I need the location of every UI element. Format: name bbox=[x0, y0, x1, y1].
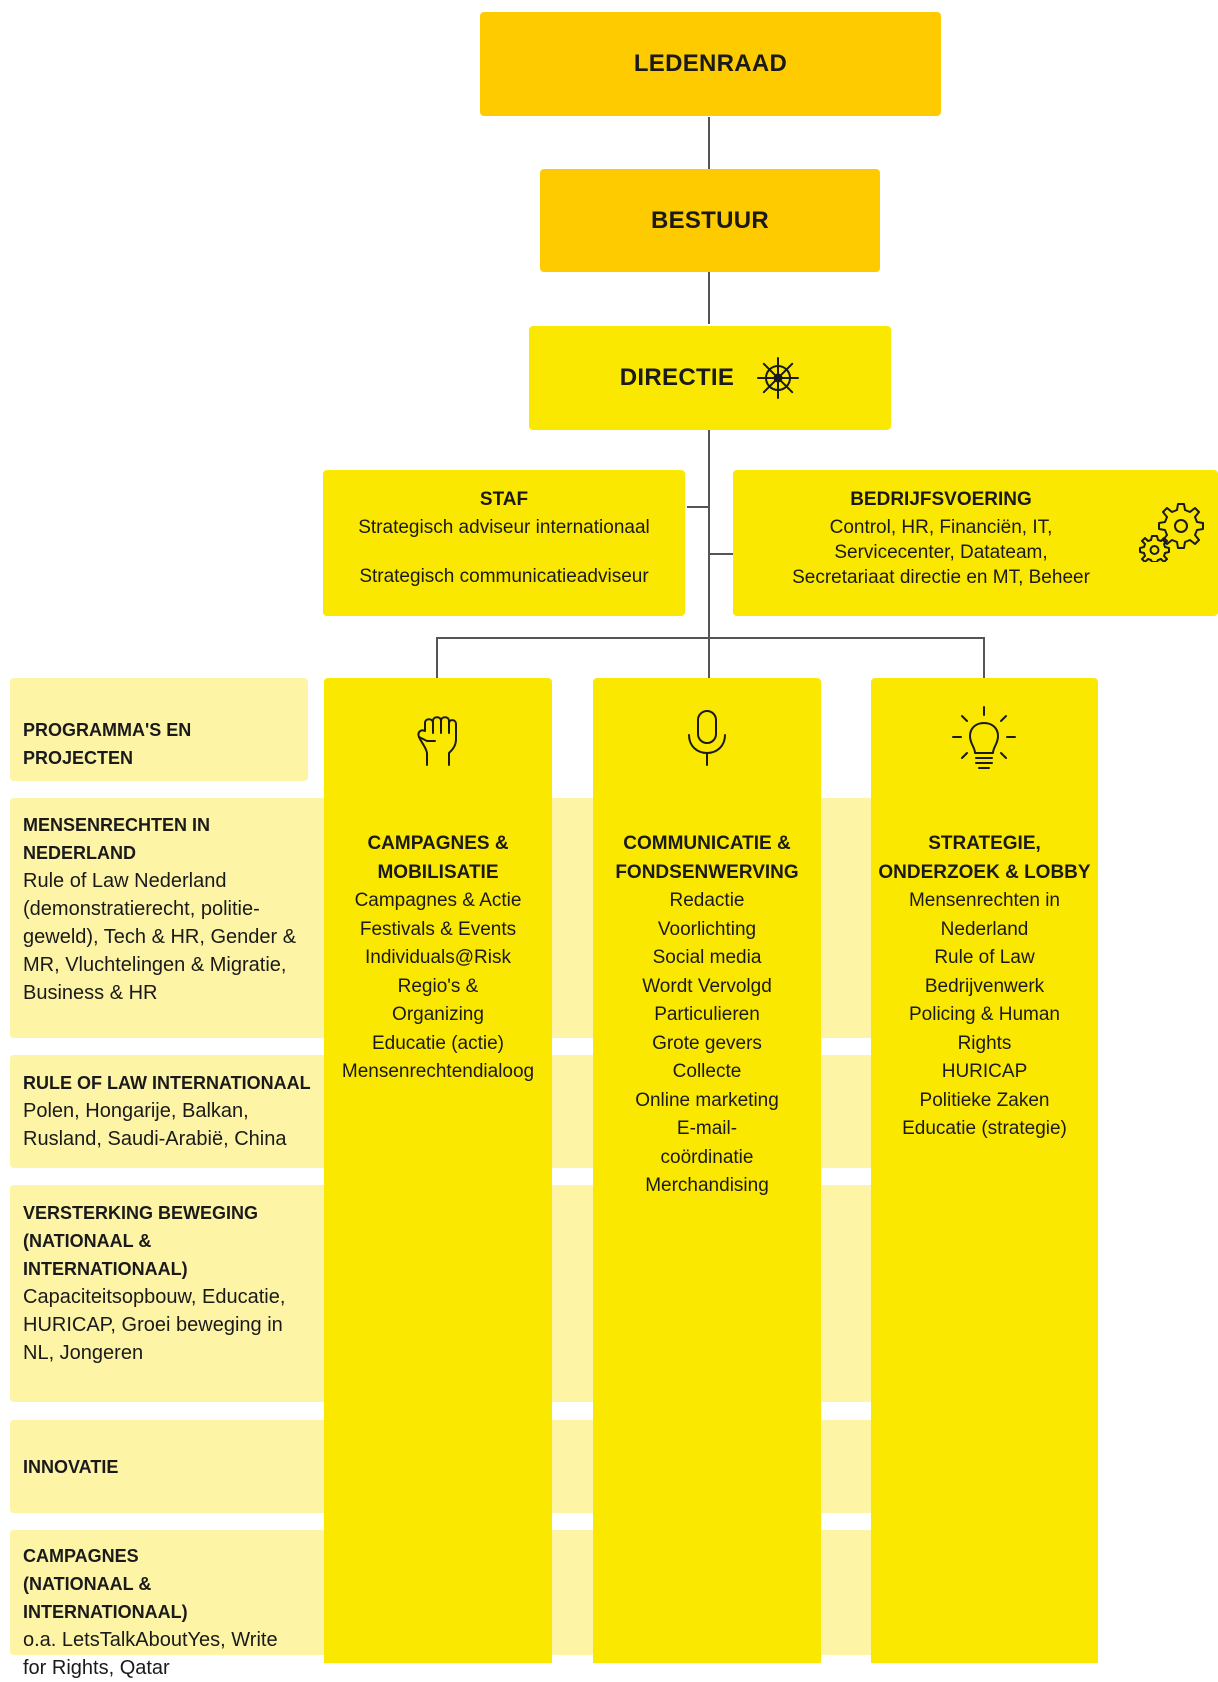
row-body-line: NL, Jongeren bbox=[23, 1342, 144, 1364]
connector-directie-trunk bbox=[708, 430, 710, 638]
column-campagnes-mobilisatie: CAMPAGNES & MOBILISATIE Campagnes & Acti… bbox=[324, 678, 552, 1663]
connector-staf bbox=[687, 506, 709, 508]
row-body-line: o.a. LetsTalkAboutYes, Write bbox=[23, 1629, 278, 1651]
column-item: Individuals@Risk bbox=[364, 947, 511, 968]
row-label-versterking: VERSTERKING BEWEGING (NATIONAAL & INTERN… bbox=[23, 1199, 313, 1367]
column-item: Educatie (actie) bbox=[371, 1032, 504, 1054]
column-item: Politieke Zaken bbox=[919, 1089, 1050, 1111]
row-title: RULE OF LAW INTERNATIONAAL bbox=[23, 1073, 311, 1093]
column-item: Redactie bbox=[669, 890, 745, 911]
connector-ledenraad-bestuur bbox=[708, 117, 710, 169]
column-communicatie-fondsenwerving: COMMUNICATIE & FONDSENWERVING Redactie V… bbox=[593, 678, 821, 1663]
ships-wheel-icon bbox=[756, 356, 800, 400]
bedrijfsvoering-title: BEDRIJFSVOERING bbox=[850, 489, 1032, 510]
staf-title: STAF bbox=[479, 489, 529, 510]
column-item: Collecte bbox=[672, 1061, 742, 1082]
column-strategie-onderzoek-lobby: STRATEGIE, ONDERZOEK & LOBBY Mensenrecht… bbox=[871, 678, 1098, 1663]
column-item: Policing & Human bbox=[908, 1004, 1061, 1025]
staf-box: STAF Strategisch adviseur internationaal… bbox=[323, 470, 685, 616]
directie-label: DIRECTIE bbox=[619, 364, 735, 391]
lightbulb-icon bbox=[950, 705, 1018, 771]
row-band-programmas bbox=[10, 678, 308, 781]
row-body-line: Rule of Law Nederland bbox=[23, 870, 227, 892]
row-title: PROGRAMMA'S EN PROJECTEN bbox=[23, 720, 192, 768]
row-body-line: (demonstratierecht, politie- bbox=[23, 898, 260, 920]
row-body-line: HURICAP, Groei beweging in bbox=[23, 1314, 283, 1336]
column-item: Campagnes & Actie bbox=[354, 890, 522, 911]
column-item: coördinatie bbox=[660, 1146, 754, 1168]
staf-line-2: Strategisch communicatieadviseur bbox=[359, 566, 649, 587]
row-title-line-2: NEDERLAND bbox=[23, 843, 137, 863]
ledenraad-box: LEDENRAAD bbox=[480, 12, 941, 116]
ledenraad-label: LEDENRAAD bbox=[633, 50, 788, 77]
column-item: Regio's & bbox=[397, 975, 479, 997]
row-label-campagnes: CAMPAGNES (NATIONAAL & INTERNATIONAAL) o… bbox=[23, 1542, 313, 1682]
row-label-programmas: PROGRAMMA'S EN PROJECTEN bbox=[23, 716, 303, 772]
column-item: Rule of Law bbox=[934, 947, 1035, 968]
column-item: Mensenrechten in bbox=[908, 890, 1061, 911]
row-title: VERSTERKING BEWEGING bbox=[23, 1203, 259, 1223]
bestuur-box: BESTUUR bbox=[540, 169, 880, 272]
column-item: Organizing bbox=[392, 1004, 484, 1025]
connector-bedrijfsvoering bbox=[708, 553, 733, 555]
connector-col3 bbox=[983, 637, 985, 680]
column-item: Mensenrechtendialoog bbox=[341, 1061, 535, 1082]
gears-icon bbox=[1138, 500, 1206, 562]
column-item: HURICAP bbox=[941, 1061, 1028, 1082]
bedrijfsvoering-line-1: Control, HR, Financiën, IT, bbox=[829, 517, 1053, 538]
bedrijfsvoering-box: BEDRIJFSVOERING Control, HR, Financiën, … bbox=[733, 470, 1218, 616]
column-item: Social media bbox=[652, 947, 762, 968]
row-body-line: Capaciteitsopbouw, Educatie, bbox=[23, 1286, 286, 1308]
column-item: Merchandising bbox=[645, 1175, 769, 1196]
connector-col2 bbox=[708, 637, 710, 680]
row-label-rule-of-law: RULE OF LAW INTERNATIONAAL Polen, Hongar… bbox=[23, 1069, 313, 1153]
column-item: Grote gevers bbox=[652, 1032, 762, 1054]
staf-line-1: Strategisch adviseur internationaal bbox=[358, 517, 650, 538]
row-body-line: Polen, Hongarije, Balkan, bbox=[23, 1100, 249, 1122]
row-label-innovatie: INNOVATIE bbox=[23, 1424, 313, 1509]
column-title: STRATEGIE, bbox=[928, 833, 1041, 854]
row-title-line-2: (NATIONAAL & INTERNATIONAAL) bbox=[23, 1574, 188, 1622]
column-item: Particulieren bbox=[654, 1004, 760, 1025]
column-item: E-mail- bbox=[676, 1118, 738, 1139]
column-title: MOBILISATIE bbox=[377, 861, 499, 883]
row-body-line: Business & HR bbox=[23, 982, 158, 1004]
connector-columns-horizontal bbox=[436, 637, 985, 639]
column-item: Bedrijvenwerk bbox=[924, 975, 1045, 997]
column-title: FONDSENWERVING bbox=[615, 861, 799, 883]
row-label-mensenrechten: MENSENRECHTEN IN NEDERLAND Rule of Law N… bbox=[23, 811, 313, 1007]
bedrijfsvoering-line-2: Servicecenter, Datateam, bbox=[834, 542, 1048, 563]
column-title: COMMUNICATIE & bbox=[623, 833, 791, 854]
raised-fist-icon bbox=[413, 709, 463, 767]
connector-col1 bbox=[436, 637, 438, 680]
row-body-line: Rusland, Saudi-Arabië, China bbox=[23, 1128, 287, 1150]
row-title: CAMPAGNES bbox=[23, 1546, 139, 1566]
column-item: Educatie (strategie) bbox=[902, 1118, 1067, 1139]
connector-bestuur-directie bbox=[708, 272, 710, 324]
column-item: Online marketing bbox=[635, 1089, 779, 1111]
bestuur-label: BESTUUR bbox=[650, 206, 770, 234]
microphone-icon bbox=[684, 709, 730, 767]
column-title: ONDERZOEK & LOBBY bbox=[878, 861, 1091, 883]
row-body-line: MR, Vluchtelingen & Migratie, bbox=[23, 954, 287, 976]
bedrijfsvoering-line-3: Secretariaat directie en MT, Beheer bbox=[792, 567, 1090, 588]
column-item: Festivals & Events bbox=[359, 918, 517, 940]
row-title-line-2: (NATIONAAL & INTERNATIONAAL) bbox=[23, 1231, 188, 1279]
column-item: Wordt Vervolgd bbox=[642, 975, 772, 997]
row-title: INNOVATIE bbox=[23, 1456, 119, 1477]
row-body-line: geweld), Tech & HR, Gender & bbox=[23, 926, 297, 948]
column-item: Voorlichting bbox=[657, 918, 757, 940]
column-title: CAMPAGNES & bbox=[367, 833, 509, 854]
directie-box: DIRECTIE bbox=[529, 326, 891, 430]
column-item: Rights bbox=[957, 1032, 1012, 1054]
column-item: Nederland bbox=[940, 918, 1029, 940]
row-body-line: for Rights, Qatar bbox=[23, 1657, 170, 1679]
row-title: MENSENRECHTEN IN bbox=[23, 815, 211, 835]
